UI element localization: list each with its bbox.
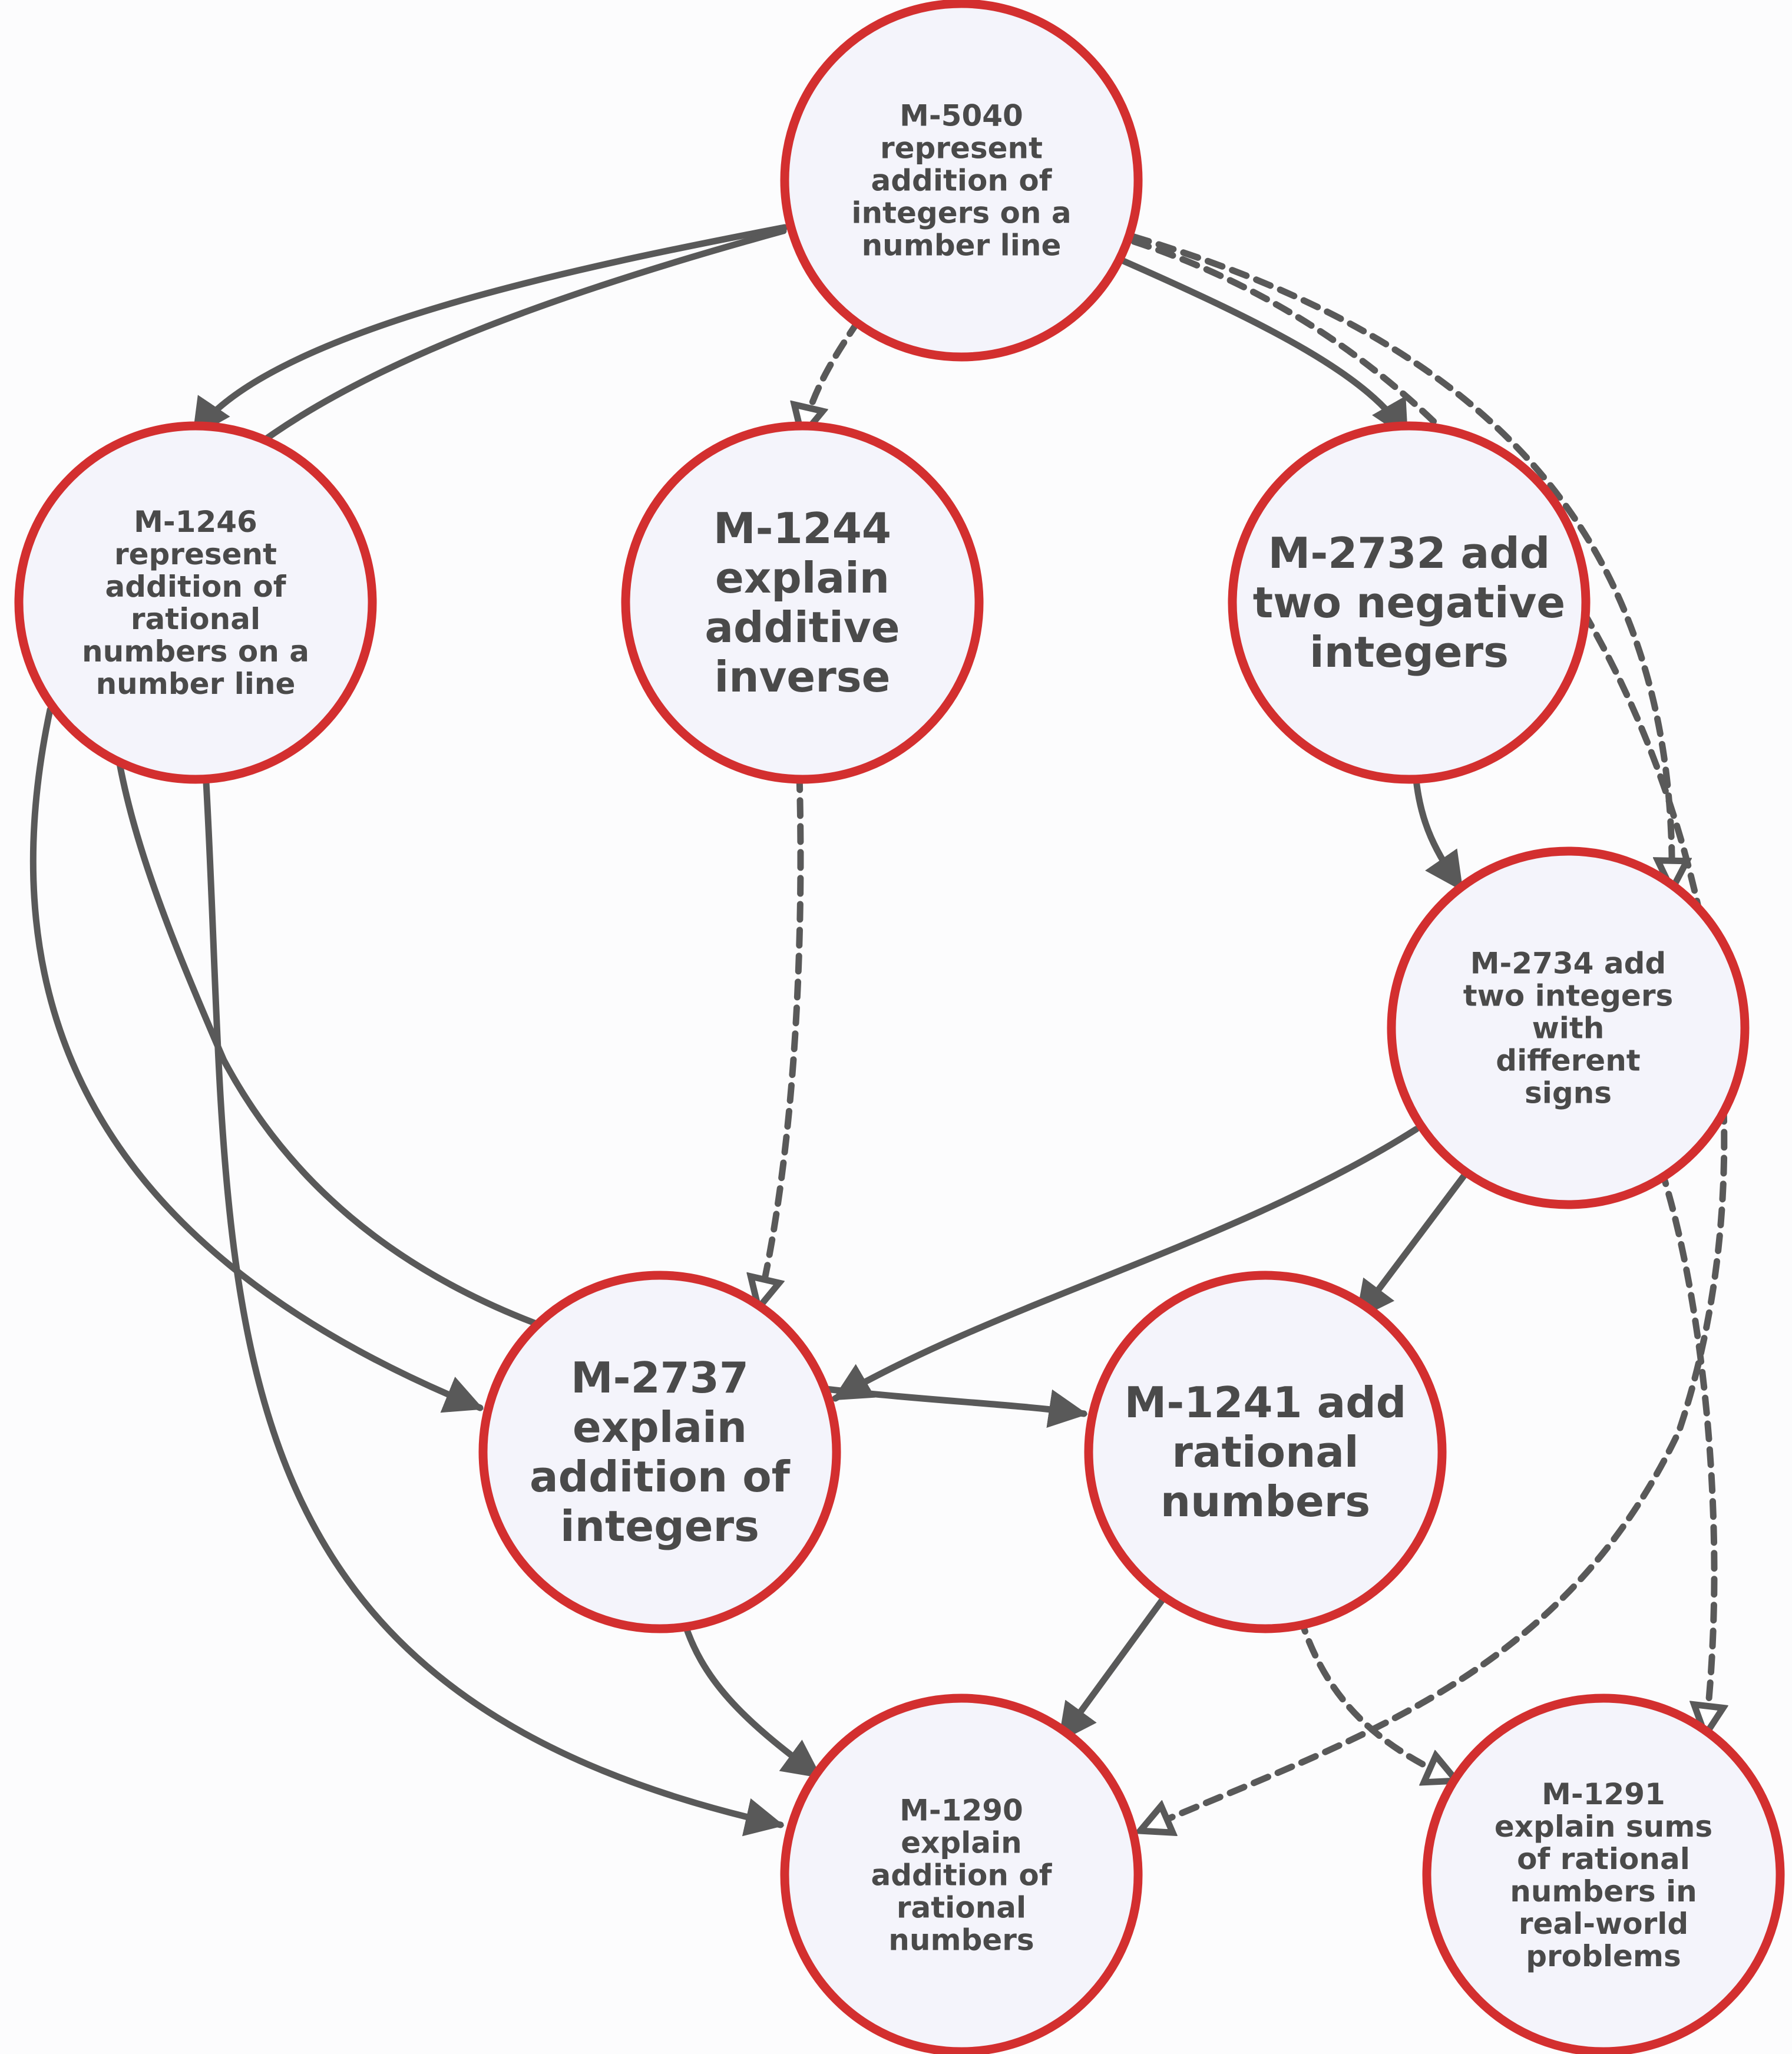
m5040-label-line: M-5040 [900, 99, 1023, 133]
m2734-label-line: different [1496, 1044, 1640, 1078]
m5040-label-line: integers on a [851, 196, 1071, 230]
m1244-label-line: explain [715, 553, 890, 603]
m1246-label-line: rational [131, 602, 260, 636]
edge-m5040-to-m1246 [191, 224, 788, 438]
edge-m1246-to-m2737 [29, 706, 484, 1413]
edge-m2734-to-m1241 [1354, 1169, 1470, 1321]
m5040-label-line: number line [862, 229, 1062, 263]
m2737-label-line: explain [573, 1403, 747, 1452]
m2732-label-line: M-2732 add [1268, 528, 1550, 578]
m1291-label-line: real-world [1519, 1907, 1688, 1941]
m1246-label-line: addition of [105, 570, 287, 604]
m1241-label-line: rational [1172, 1427, 1358, 1477]
m1246-label-line: M-1246 [134, 505, 257, 539]
m1290-label-line: rational [897, 1891, 1026, 1925]
m1246-label-line: number line [96, 667, 296, 701]
node-m1291-circle [1422, 1694, 1785, 2054]
m1290-label-line: M-1290 [900, 1794, 1023, 1828]
m1246-label-line: represent [114, 537, 277, 571]
m1241-label-line: M-1241 add [1125, 1378, 1407, 1427]
edge-m1241-to-m1290 [1057, 1592, 1169, 1743]
m2737-label-line: M-2737 [571, 1353, 749, 1403]
node-m2732-circle [1228, 421, 1591, 784]
node-m1244-circle [621, 421, 984, 784]
node-m1246-circle [14, 421, 377, 784]
edge-m1241-to-m1291 [1297, 1613, 1455, 1780]
node-m2737-circle [478, 1271, 841, 1633]
edges-layer [29, 224, 1724, 1837]
m5040-label-line: represent [880, 131, 1043, 166]
m2734-label-line: with [1532, 1011, 1605, 1046]
m1291-label-line: numbers in [1510, 1874, 1697, 1909]
m1244-label-line: additive [705, 603, 900, 652]
edge-m2734-to-m1291 [1658, 1166, 1714, 1734]
m1241-label-line: numbers [1160, 1477, 1370, 1526]
m2732-label-line: integers [1310, 627, 1509, 677]
edge-m5040-to-m2734 [1130, 233, 1672, 888]
m1291-label-line: explain sums [1495, 1810, 1712, 1844]
node-m1241-circle [1084, 1271, 1447, 1633]
m1290-label-line: addition of [871, 1858, 1053, 1893]
edge-m1246-to-m1290 [202, 768, 785, 1837]
edge-m2732-to-m2734 [1412, 770, 1464, 892]
m1291-label-line: of rational [1517, 1842, 1690, 1876]
m1246-label-line: numbers on a [82, 634, 309, 669]
edge-m2737-to-m1290 [680, 1615, 822, 1780]
m1290-label-line: explain [901, 1826, 1022, 1860]
m1244-label-line: inverse [715, 652, 891, 702]
edge-m5040-to-m1244 [802, 317, 862, 435]
m2734-label-line: two integers [1463, 979, 1674, 1013]
m2734-label-line: M-2734 add [1470, 947, 1666, 981]
edge-m1244-to-m2737 [759, 771, 804, 1307]
edge-m2734-to-m2737 [832, 1126, 1420, 1402]
edge-m5040-to-m2732 [1120, 257, 1410, 439]
m2737-label-line: addition of [530, 1452, 791, 1501]
m2737-label-line: integers [560, 1501, 759, 1551]
node-m1290-circle [780, 1694, 1143, 2054]
m5040-label-line: addition of [871, 164, 1053, 198]
node-m5040-circle [780, 0, 1143, 362]
node-m2734-circle [1387, 846, 1750, 1209]
m1244-label-line: M-1244 [713, 504, 891, 553]
m1290-label-line: numbers [888, 1923, 1034, 1957]
m2734-label-line: signs [1525, 1076, 1612, 1110]
m1291-label-line: problems [1526, 1939, 1681, 1973]
m2732-label-line: two negative [1253, 578, 1566, 627]
m1291-label-line: M-1291 [1542, 1777, 1665, 1811]
